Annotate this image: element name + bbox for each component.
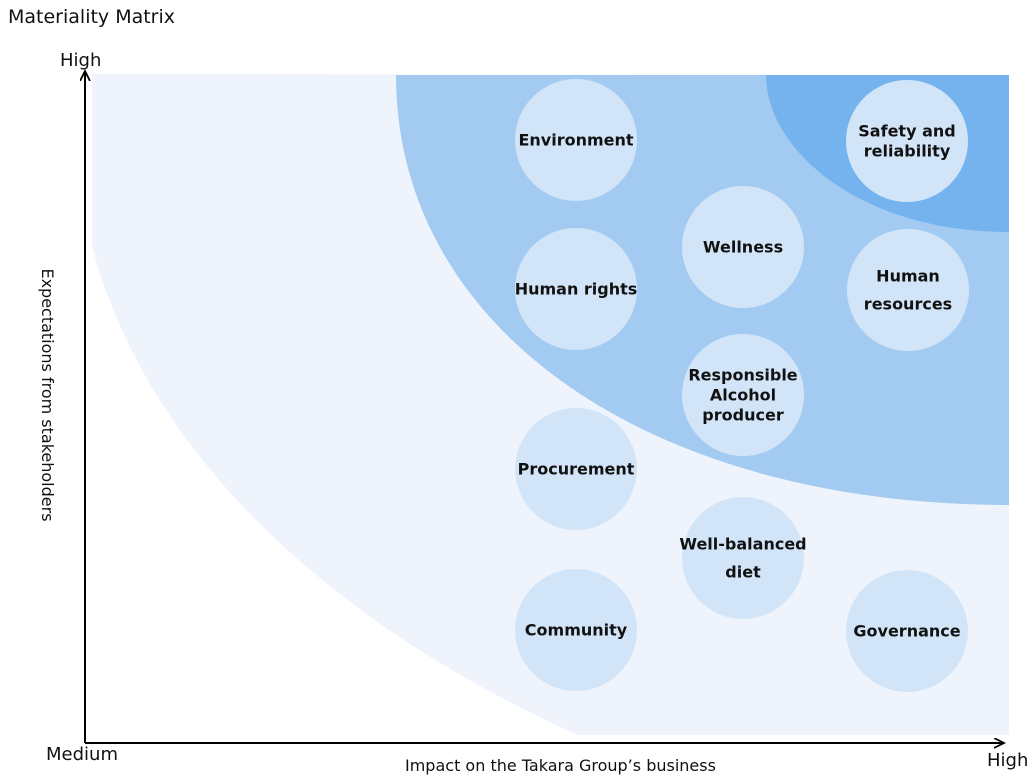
- bubble-circle: [682, 334, 804, 456]
- bubble-label-line: Human: [876, 267, 940, 286]
- x-axis-high-label: High: [987, 750, 1029, 771]
- bubble-wellness: Wellness: [682, 186, 804, 308]
- bubble-circle: [682, 186, 804, 308]
- bubble-label-line: Procurement: [518, 460, 635, 479]
- bubble-label-line: reliability: [864, 142, 951, 161]
- bubble-label-line: Environment: [518, 131, 633, 150]
- bubble-label-line: producer: [702, 406, 784, 425]
- bubble-well-balanced-diet: Well-balanced diet: [679, 497, 807, 619]
- bubble-circle: [515, 408, 637, 530]
- origin-label: Medium: [46, 744, 118, 765]
- bubble-label-line: Wellness: [703, 238, 783, 257]
- y-axis-label: Expectations from stakeholders: [38, 268, 57, 522]
- bubble-community: Community: [515, 569, 637, 691]
- bubble-circle: [515, 79, 637, 201]
- x-axis-label: Impact on the Takara Group’s business: [405, 756, 716, 775]
- bubble-human-resources: Human resources: [847, 229, 969, 351]
- page-title: Materiality Matrix: [8, 6, 176, 28]
- chart-axes: [85, 72, 1003, 743]
- bubble-procurement: Procurement: [515, 408, 637, 530]
- bubble-human-rights: Human rights: [515, 228, 638, 350]
- bubble-governance: Governance: [846, 570, 968, 692]
- bubble-circle: [682, 497, 804, 619]
- bubble-label-line: Governance: [853, 622, 960, 641]
- bubble-label-line: Community: [525, 621, 628, 640]
- bubble-label-line: Well-balanced: [679, 535, 806, 554]
- bubble-label-line: Responsible: [688, 366, 797, 385]
- bubble-circle: [847, 229, 969, 351]
- bubble-label-line: Safety and: [858, 122, 955, 141]
- bubble-environment: Environment: [515, 79, 637, 201]
- bubble-circle: [846, 80, 968, 202]
- bubble-label-line: resources: [864, 295, 952, 314]
- bubble-label-line: Human rights: [515, 280, 638, 299]
- bubble-circle: [515, 569, 637, 691]
- materiality-items: Environment Safety andreliabilityWellness…: [515, 79, 969, 692]
- bubble-label-line: Alcohol: [710, 386, 776, 405]
- y-axis-high-label: High: [60, 50, 102, 71]
- bubble-circle: [846, 570, 968, 692]
- bubble-label-line: diet: [725, 563, 761, 582]
- bubble-circle: [515, 228, 637, 350]
